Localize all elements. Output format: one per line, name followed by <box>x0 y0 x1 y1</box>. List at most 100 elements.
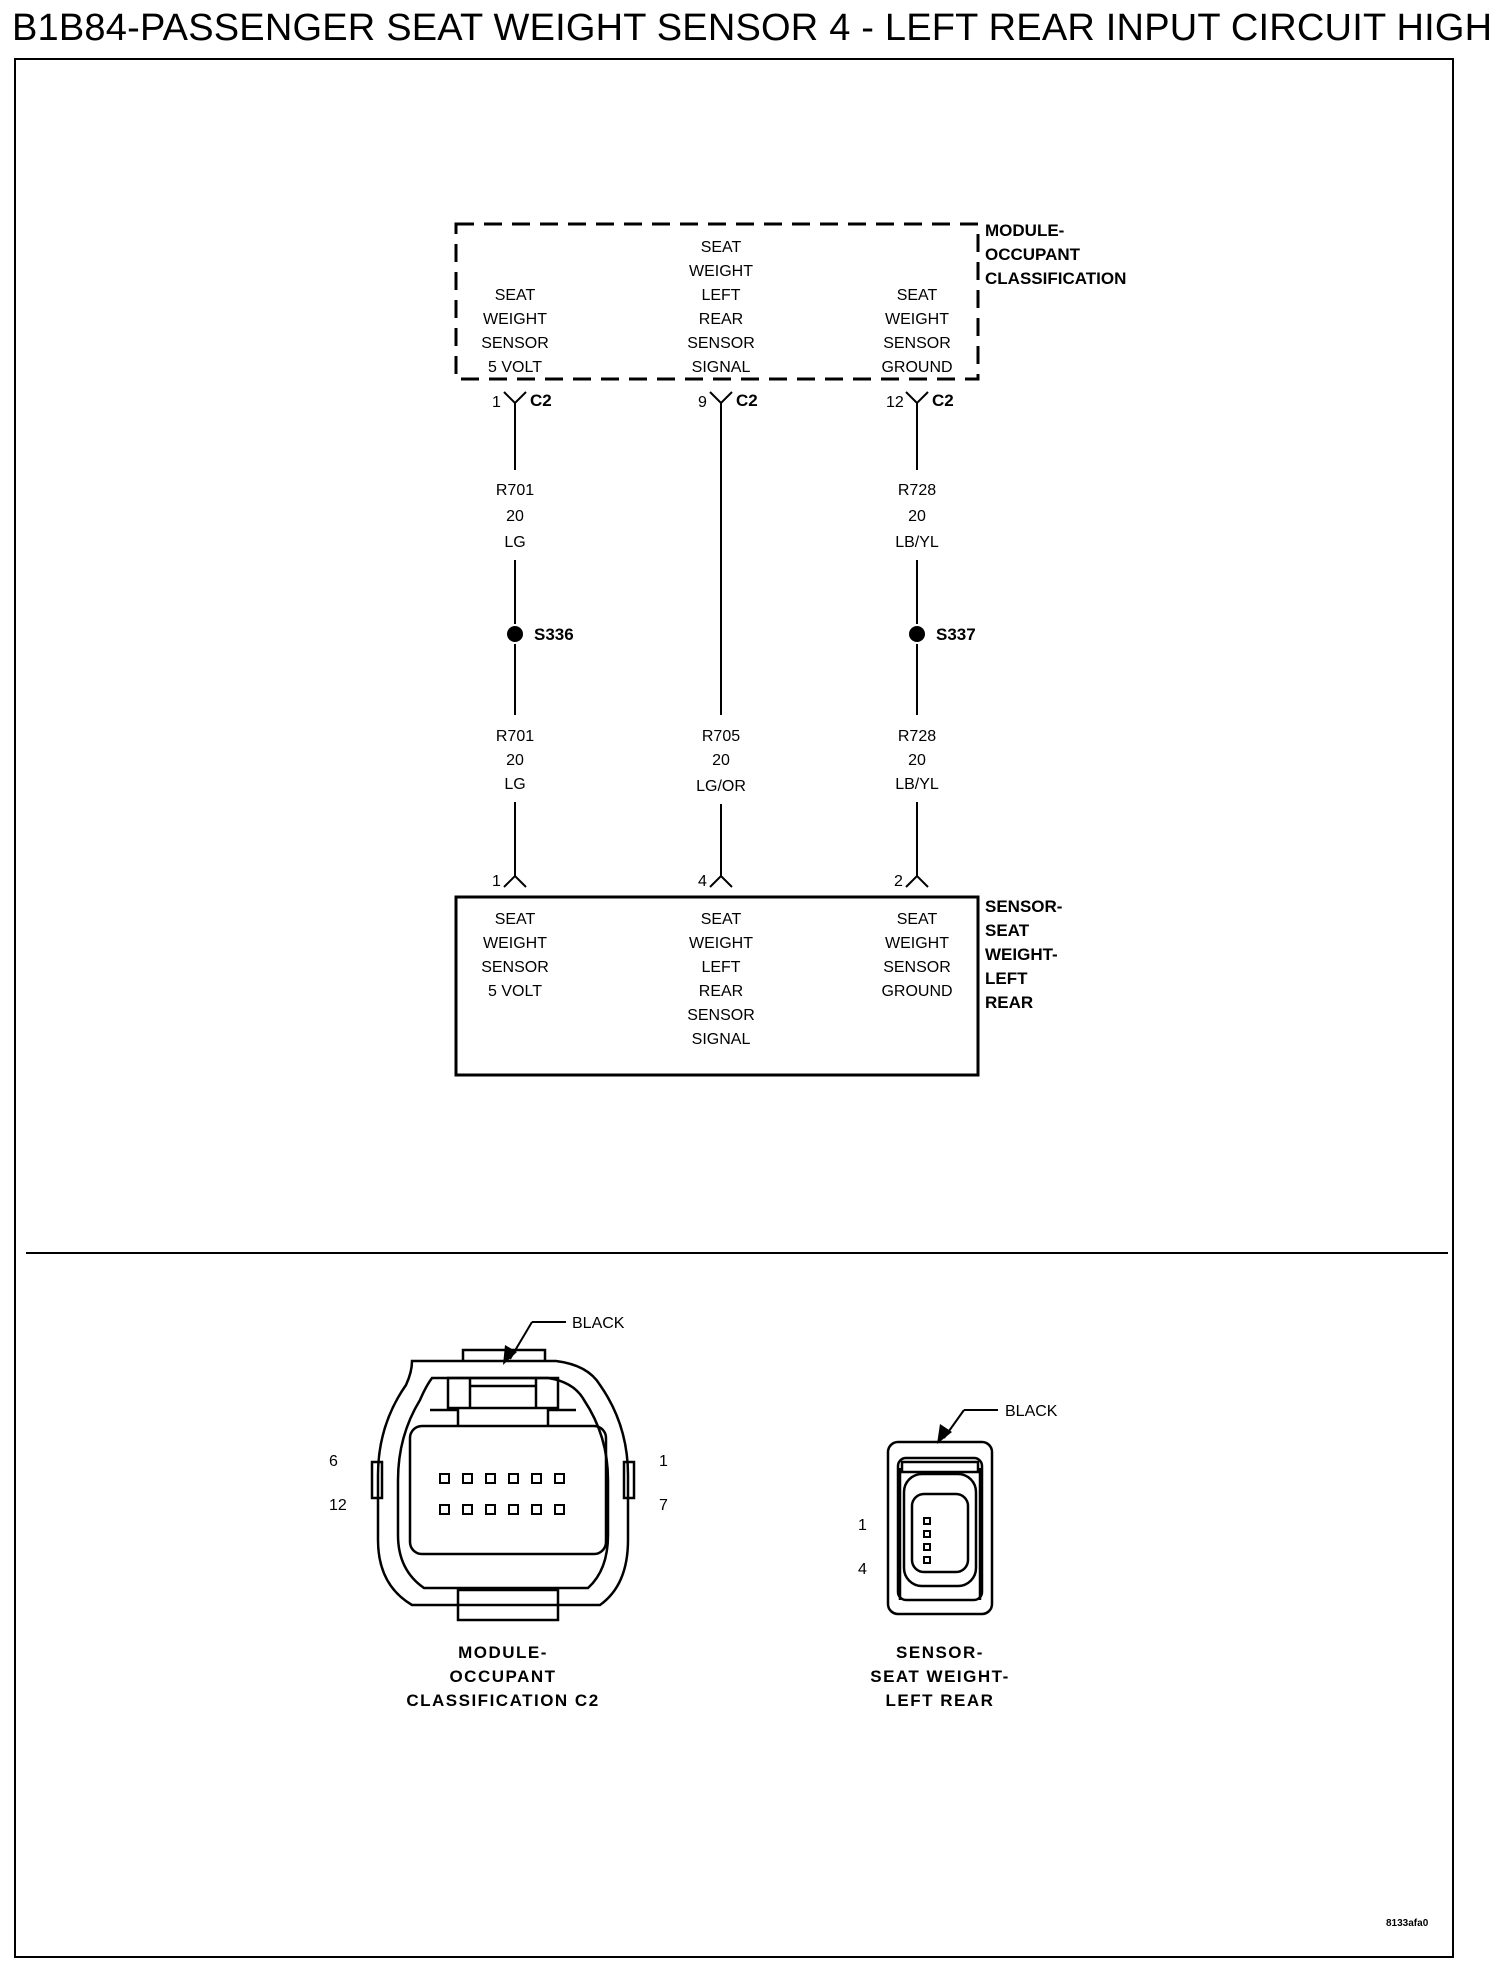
svg-text:9: 9 <box>698 394 707 411</box>
svg-text:WEIGHT: WEIGHT <box>483 935 547 952</box>
svg-text:REAR: REAR <box>699 983 743 1000</box>
splice-s337 <box>909 626 925 642</box>
svg-text:SENSOR: SENSOR <box>687 1007 755 1024</box>
svg-text:R701: R701 <box>496 482 534 499</box>
svg-text:SEAT: SEAT <box>495 911 536 928</box>
svg-text:R705: R705 <box>702 728 740 745</box>
svg-text:SIGNAL: SIGNAL <box>692 1031 751 1048</box>
module-terminal-5volt: SEAT WEIGHT SENSOR 5 VOLT <box>481 287 549 376</box>
svg-text:WEIGHT: WEIGHT <box>689 935 753 952</box>
svg-text:20: 20 <box>506 752 524 769</box>
module-terminal-ground: SEAT WEIGHT SENSOR GROUND <box>881 287 952 376</box>
wire-r701-upper-label: R701 20 LG <box>496 482 534 551</box>
svg-text:BLACK: BLACK <box>1005 1403 1058 1420</box>
page-title: B1B84-PASSENGER SEAT WEIGHT SENSOR 4 - L… <box>12 7 1492 49</box>
wire-r705-label: R705 20 LG/OR <box>696 728 746 795</box>
svg-text:WEIGHT: WEIGHT <box>689 263 753 280</box>
sensor-pin-1: 1 <box>492 873 527 890</box>
svg-text:2: 2 <box>894 873 903 890</box>
sensor-terminal-signal: SEAT WEIGHT LEFT REAR SENSOR SIGNAL <box>687 911 755 1048</box>
sensor-pin-numbers: 1 4 <box>858 1517 867 1578</box>
svg-text:LG/OR: LG/OR <box>696 778 746 795</box>
sensor-pin-2: 2 <box>894 873 929 890</box>
svg-text:C2: C2 <box>530 391 552 410</box>
wire-r728-upper-label: R728 20 LB/YL <box>895 482 939 551</box>
svg-text:GROUND: GROUND <box>881 359 952 376</box>
module-pin-9: 9 C2 <box>698 391 758 416</box>
svg-text:20: 20 <box>908 752 926 769</box>
svg-text:R701: R701 <box>496 728 534 745</box>
sensor-name-line-2: SEAT <box>985 921 1030 940</box>
svg-text:1: 1 <box>659 1453 668 1470</box>
sensor-terminal-ground: SEAT WEIGHT SENSOR GROUND <box>881 911 952 1000</box>
svg-text:SENSOR-: SENSOR- <box>896 1643 984 1662</box>
svg-text:20: 20 <box>712 752 730 769</box>
svg-text:LEFT REAR: LEFT REAR <box>886 1691 995 1710</box>
svg-text:SENSOR: SENSOR <box>687 335 755 352</box>
svg-text:SENSOR: SENSOR <box>481 959 549 976</box>
svg-text:7: 7 <box>659 1497 668 1514</box>
module-c2-pin-numbers: 6 12 1 7 <box>329 1453 668 1514</box>
svg-text:LB/YL: LB/YL <box>895 776 939 793</box>
svg-text:MODULE-: MODULE- <box>458 1643 548 1662</box>
sensor-box <box>454 895 980 1077</box>
figure-code: 8133afa0 <box>1386 1918 1429 1929</box>
svg-text:WEIGHT: WEIGHT <box>483 311 547 328</box>
sensor-terminal-5volt: SEAT WEIGHT SENSOR 5 VOLT <box>481 911 549 1000</box>
sensor-name-line-5: REAR <box>985 993 1033 1012</box>
svg-text:GROUND: GROUND <box>881 983 952 1000</box>
svg-text:SEAT: SEAT <box>897 287 938 304</box>
sensor-pin-4: 4 <box>698 873 733 890</box>
module-terminal-signal: SEAT WEIGHT LEFT REAR SENSOR SIGNAL <box>687 239 755 376</box>
splice-s336 <box>507 626 523 642</box>
sensor-name-line-1: SENSOR- <box>985 897 1062 916</box>
svg-text:12: 12 <box>329 1497 347 1514</box>
svg-text:5 VOLT: 5 VOLT <box>488 359 542 376</box>
svg-text:SEAT: SEAT <box>701 239 742 256</box>
svg-text:6: 6 <box>329 1453 338 1470</box>
svg-text:R728: R728 <box>898 482 936 499</box>
svg-text:SEAT: SEAT <box>897 911 938 928</box>
svg-text:20: 20 <box>908 508 926 525</box>
svg-text:WEIGHT: WEIGHT <box>885 311 949 328</box>
svg-text:LEFT: LEFT <box>701 287 740 304</box>
svg-text:LB/YL: LB/YL <box>895 534 939 551</box>
svg-text:12: 12 <box>886 394 904 411</box>
svg-text:LG: LG <box>504 534 525 551</box>
module-name-line-2: OCCUPANT <box>985 245 1081 264</box>
svg-text:OCCUPANT: OCCUPANT <box>449 1667 556 1686</box>
splice-s336-label: S336 <box>534 625 574 644</box>
wire-r728-lower-label: R728 20 LB/YL <box>895 728 939 793</box>
svg-text:4: 4 <box>698 873 707 890</box>
svg-text:SEAT: SEAT <box>495 287 536 304</box>
svg-text:LG: LG <box>504 776 525 793</box>
module-box <box>454 222 980 381</box>
svg-text:REAR: REAR <box>699 311 743 328</box>
sensor-name-line-3: WEIGHT- <box>985 945 1058 964</box>
svg-text:SENSOR: SENSOR <box>883 335 951 352</box>
svg-text:SENSOR: SENSOR <box>883 959 951 976</box>
svg-text:BLACK: BLACK <box>572 1315 625 1332</box>
svg-text:WEIGHT: WEIGHT <box>885 935 949 952</box>
svg-text:SEAT WEIGHT-: SEAT WEIGHT- <box>870 1667 1010 1686</box>
svg-text:LEFT: LEFT <box>701 959 740 976</box>
module-c2-black-callout: BLACK <box>503 1315 625 1365</box>
svg-text:1: 1 <box>492 873 501 890</box>
sensor-name-line-4: LEFT <box>985 969 1028 988</box>
svg-text:1: 1 <box>858 1517 867 1534</box>
sensor-caption: SENSOR- SEAT WEIGHT- LEFT REAR <box>870 1643 1010 1710</box>
module-pin-12: 12 C2 <box>886 391 954 416</box>
module-c2-caption: MODULE- OCCUPANT CLASSIFICATION C2 <box>406 1643 598 1710</box>
sensor-black-callout: BLACK <box>937 1403 1058 1444</box>
module-c2-connector-view <box>370 1348 636 1622</box>
wire-r701-lower-label: R701 20 LG <box>496 728 534 793</box>
svg-text:SEAT: SEAT <box>701 911 742 928</box>
svg-text:1: 1 <box>492 394 501 411</box>
splice-s337-label: S337 <box>936 625 976 644</box>
svg-text:C2: C2 <box>736 391 758 410</box>
module-name-line-3: CLASSIFICATION <box>985 269 1126 288</box>
svg-text:4: 4 <box>858 1561 867 1578</box>
diagram-frame <box>14 58 1454 1958</box>
svg-text:R728: R728 <box>898 728 936 745</box>
